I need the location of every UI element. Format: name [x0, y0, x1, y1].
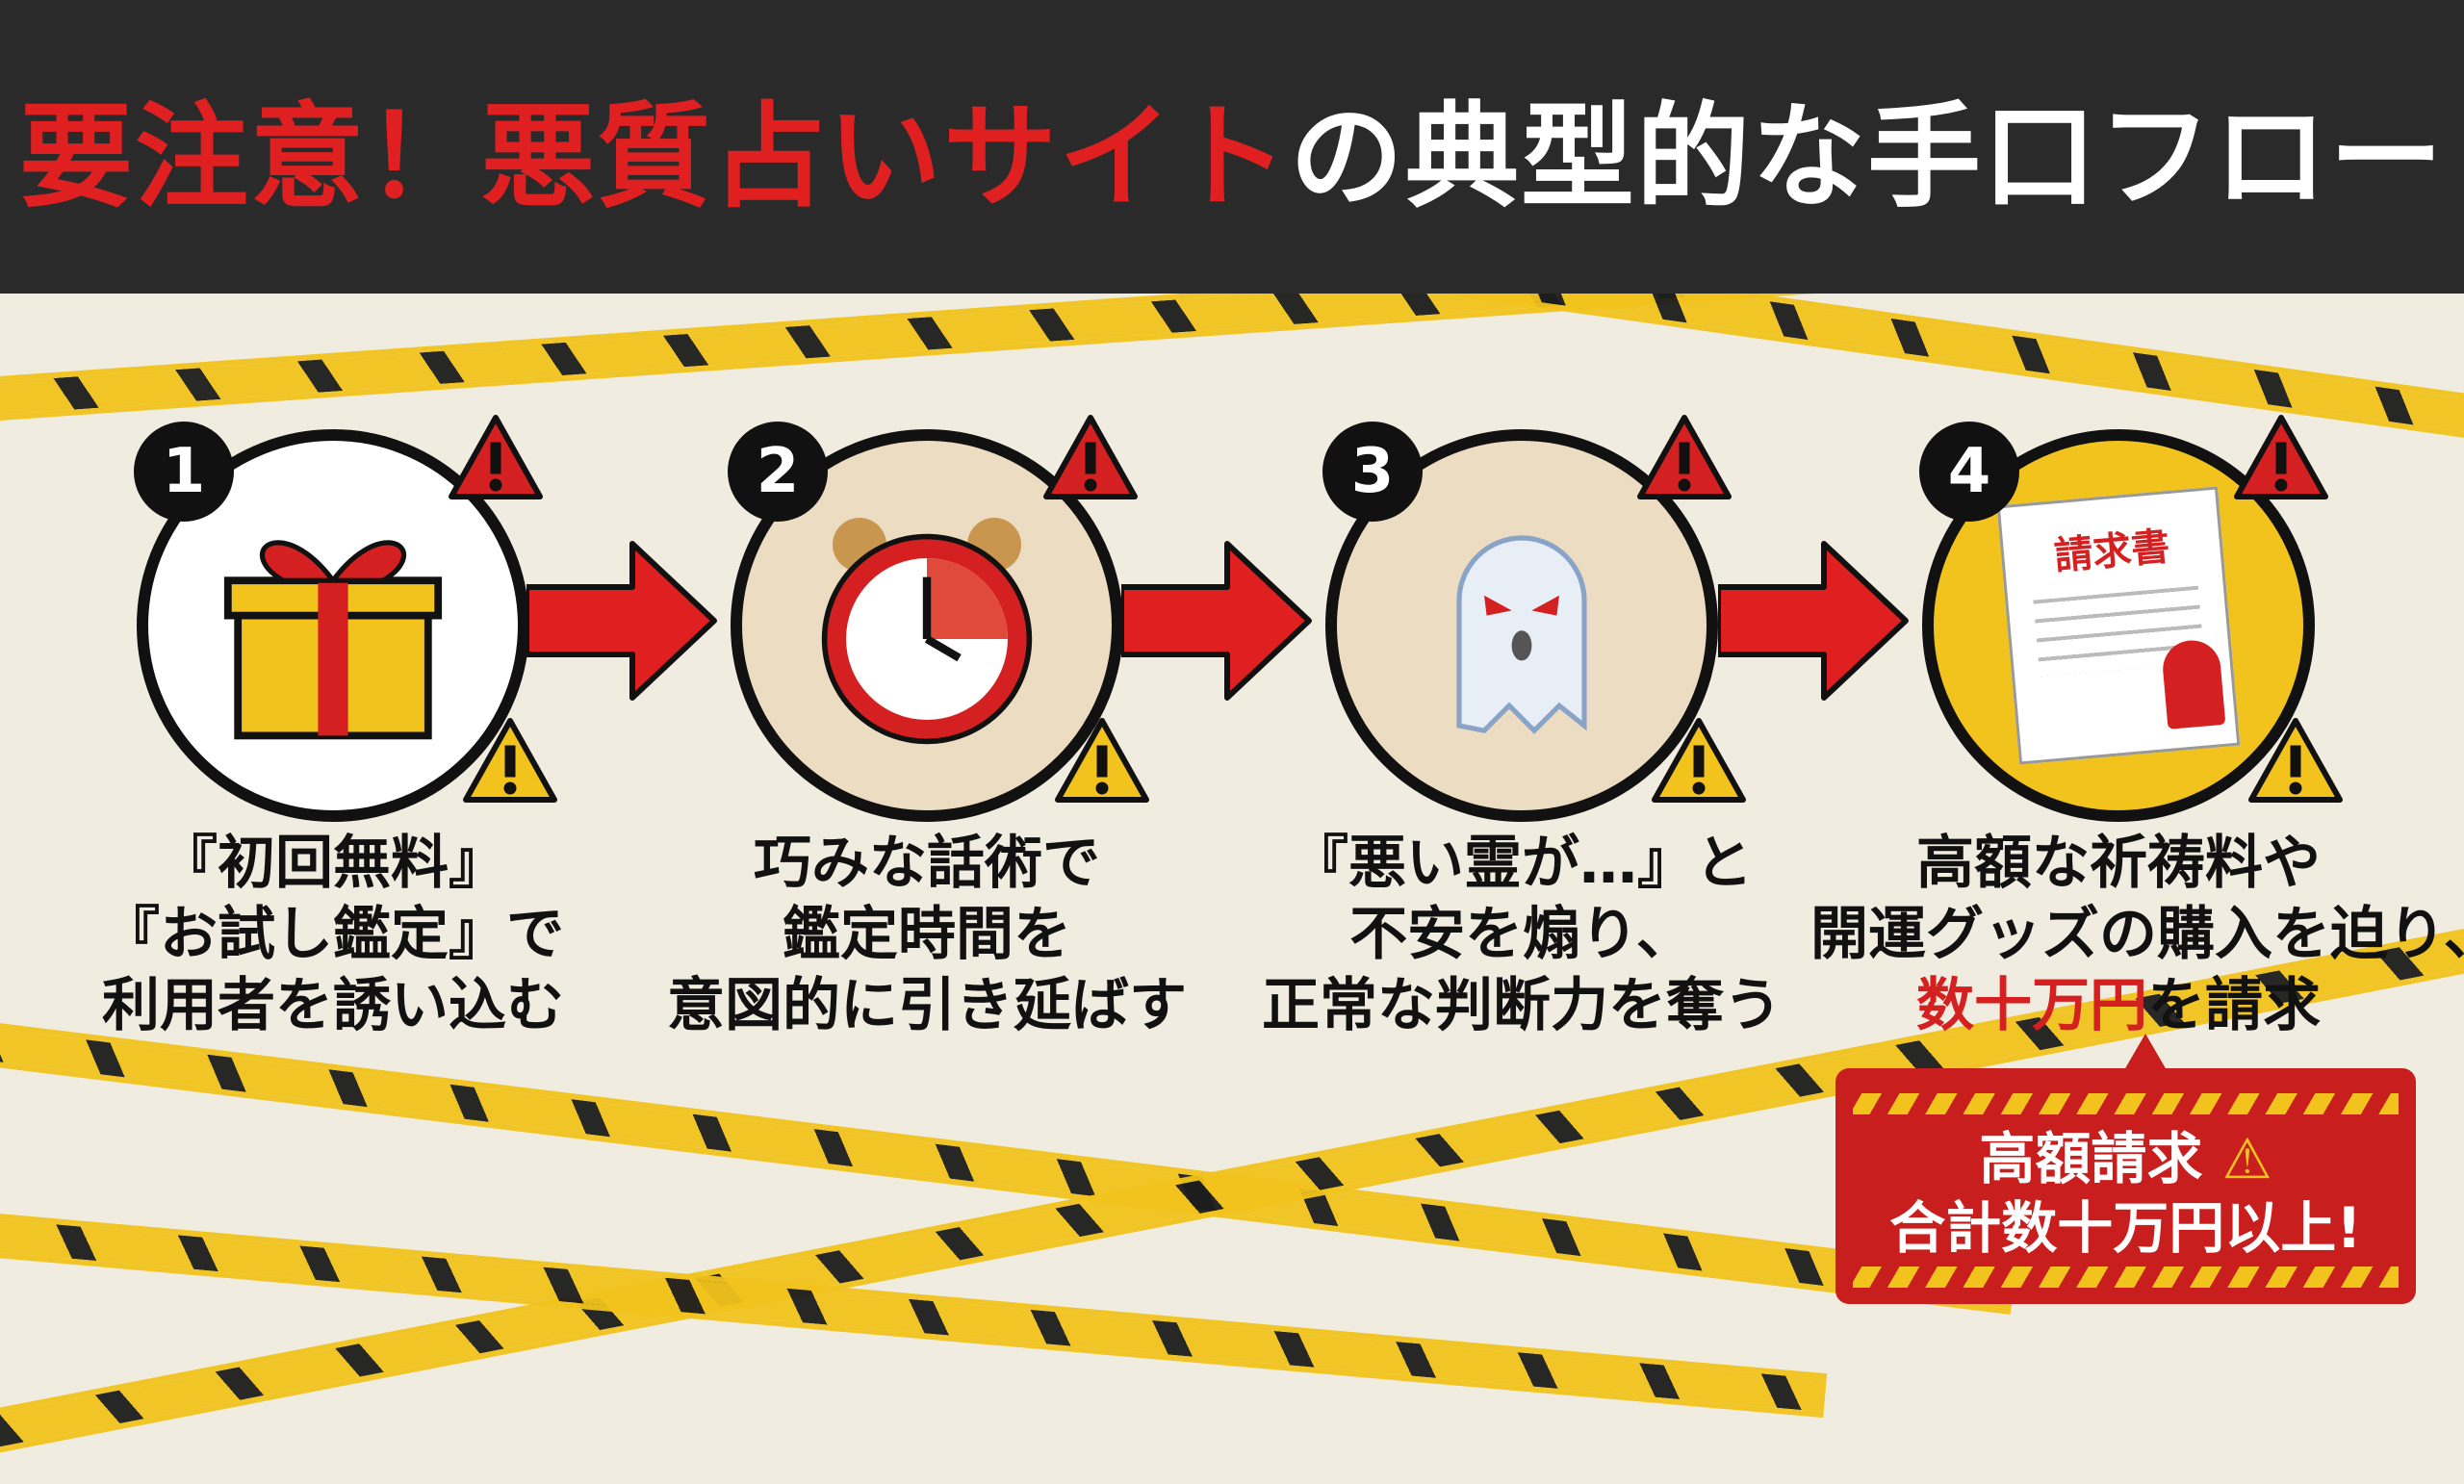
warning-icon [1042, 414, 1139, 500]
step-number: 1 [134, 422, 234, 522]
warning-icon [462, 717, 558, 804]
flow-arrow [526, 539, 719, 703]
step-number: 3 [1322, 422, 1423, 522]
step-3-description: 『悪い霊が…』と不安を煽り、正常な判断力を奪う [1262, 830, 1782, 1039]
flow-arrow [1718, 539, 1911, 703]
warning-icon [448, 414, 544, 500]
flow-arrow [1121, 539, 1314, 703]
step-4-description: 高額な祈祷料や開運グッズの購入を迫り、数十万円を請求 [1810, 830, 2464, 1039]
stamp-icon [2160, 638, 2226, 729]
hazard-stripe [1853, 1093, 2399, 1114]
step-2-description: 巧みな話術で鑑定時間を意図的に引き延ばす [667, 830, 1187, 1039]
warning-icon [2233, 414, 2329, 500]
alarm-clock-icon [821, 518, 1033, 745]
warning-icon [2247, 717, 2344, 804]
invoice-icon: 請求書 [1996, 486, 2241, 765]
warning-icon: ⚠ [2221, 1126, 2272, 1191]
hazard-stripe [1853, 1267, 2399, 1288]
ghost-icon [1456, 535, 1587, 734]
step-number: 4 [1919, 422, 2019, 522]
warning-icon [1651, 717, 1747, 804]
warning-icon [1636, 414, 1732, 500]
step-number: 2 [728, 422, 828, 522]
high-charge-alert: 高額請求 ⚠ 合計数十万円以上! [1835, 1034, 2416, 1304]
step-1-description: 『初回無料』『お試し鑑定』で利用者を誘い込む [102, 830, 564, 1039]
page-title: 要注意！悪質占いサイトの典型的な手口フロー [18, 90, 2446, 223]
gift-icon [223, 540, 443, 740]
header-bar: 要注意！悪質占いサイトの典型的な手口フロー [0, 0, 2464, 294]
warning-icon [1054, 717, 1150, 804]
